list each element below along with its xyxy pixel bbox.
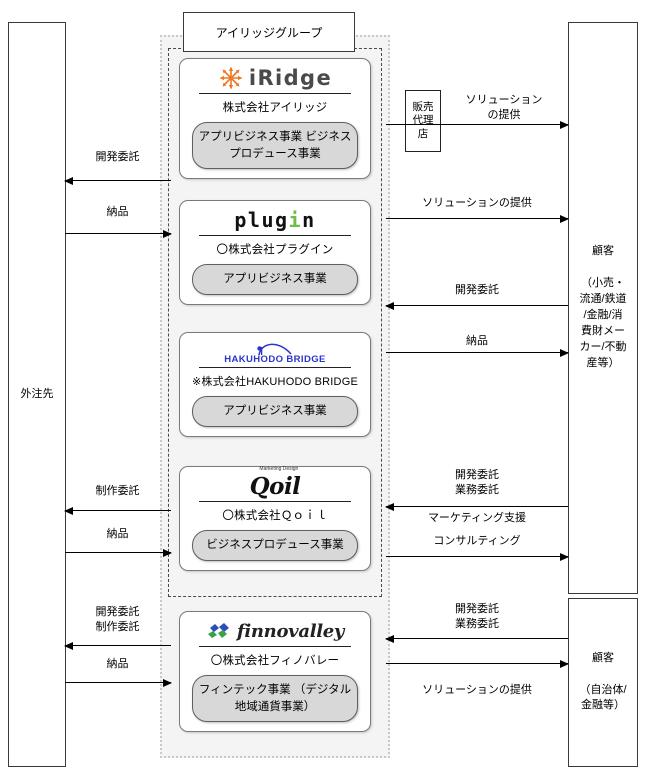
- flow-label-left-3: 納品: [106, 528, 129, 540]
- hakuhodo-bridge-logo: HAKUHODO BRIDGE: [180, 333, 370, 367]
- finnovalley-diamond-icon: [207, 623, 229, 638]
- sales-agency-label: 販売 代理 店: [412, 101, 434, 140]
- customer-secondary-label: 顧客 （自治体/ 金融等）: [579, 651, 627, 712]
- iridge-logo: iRidge: [180, 59, 370, 93]
- flow-arrow-left-4: [64, 641, 171, 650]
- finnovalley-logo-text: finnovalley: [236, 620, 345, 642]
- logo-divider: [199, 235, 351, 236]
- flow-arrow-right-8: [386, 659, 569, 668]
- flow-arrow-left-2: [64, 506, 171, 515]
- sales-agency-box: 販売 代理 店: [405, 90, 441, 152]
- business-pill-iridge: アプリビジネス事業 ビジネスプロデュース事業: [192, 122, 358, 170]
- flow-label-left-5: 納品: [106, 658, 129, 670]
- flow-arrow-right-6: [386, 552, 569, 561]
- flow-arrow-left-0: [64, 176, 171, 185]
- flow-label-right-0: ソリューション の提供: [465, 94, 543, 121]
- logo-divider: [199, 367, 351, 368]
- group-title-label: アイリッジグループ: [215, 25, 323, 40]
- flow-arrow-right-4: [385, 502, 568, 511]
- customer-primary-label: 顧客 （小売・ 流通/鉄道 /金融/消 費財メー カー/不動 産等）: [579, 245, 627, 369]
- plugin-logo: plugin: [180, 201, 370, 235]
- flow-label-right-3: 納品: [466, 335, 488, 347]
- company-card-plugin[interactable]: plugin 〇株式会社プラグイン アプリビジネス事業: [179, 200, 371, 305]
- flow-arrow-right-1: [386, 214, 569, 223]
- business-pill-hakuhodo-bridge: アプリビジネス事業: [192, 396, 358, 427]
- flow-arrow-left-3: [65, 548, 172, 557]
- plugin-logo-text: plugin: [234, 208, 316, 232]
- logo-divider: [199, 93, 351, 94]
- flow-label-right-2: 開発委託: [455, 284, 499, 296]
- company-card-hakuhodo-bridge[interactable]: HAKUHODO BRIDGE ※株式会社HAKUHODO BRIDGE アプリ…: [179, 332, 371, 437]
- company-card-iridge[interactable]: iRidge 株式会社アイリッジ アプリビジネス事業 ビジネスプロデュース事業: [179, 58, 371, 180]
- flow-label-right-1: ソリューションの提供: [422, 197, 532, 209]
- company-name-finnovalley: 〇株式会社フィノバレー: [210, 655, 340, 667]
- company-name-qoil: 〇株式会社Ｑｏｉｌ: [222, 510, 328, 522]
- iridge-starburst-icon: [219, 67, 242, 89]
- outsourcer-box: 外注先: [8, 22, 66, 767]
- customer-box-secondary: 顧客 （自治体/ 金融等）: [568, 598, 638, 767]
- customer-box-primary: 顧客 （小売・ 流通/鉄道 /金融/消 費財メー カー/不動 産等）: [568, 22, 638, 594]
- flow-label-right-5: マーケティング支援: [427, 512, 527, 524]
- business-pill-plugin: アプリビジネス事業: [192, 264, 358, 295]
- qoil-logo-subtext: Marketing Design: [259, 465, 299, 472]
- flow-arrow-right-7: [385, 634, 568, 643]
- business-pill-qoil: ビジネスプロデュース事業: [192, 530, 358, 561]
- flow-label-right-8: ソリューションの提供: [422, 684, 532, 696]
- company-card-finnovalley[interactable]: finnovalley 〇株式会社フィノバレー フィンテック事業 （デジタル地域…: [179, 611, 371, 733]
- logo-divider: [199, 501, 351, 502]
- flow-arrow-right-3: [386, 348, 569, 357]
- flow-arrow-left-1: [65, 229, 172, 238]
- company-name-hakuhodo-bridge: ※株式会社HAKUHODO BRIDGE: [191, 376, 358, 388]
- flow-label-left-2: 制作委託: [95, 485, 140, 497]
- flow-label-left-1: 納品: [106, 206, 129, 218]
- iridge-logo-text: iRidge: [248, 66, 333, 90]
- logo-divider: [199, 646, 351, 647]
- flow-label-right-6: コンサルティング: [433, 535, 521, 547]
- flow-label-left-4: 開発委託 制作委託: [95, 606, 140, 633]
- finnovalley-logo: finnovalley: [180, 612, 370, 646]
- hakuhodo-logo-text: HAKUHODO BRIDGE: [224, 354, 326, 365]
- flow-arrow-left-5: [65, 678, 172, 687]
- group-title-box: アイリッジグループ: [183, 12, 355, 52]
- company-name-iridge: 株式会社アイリッジ: [222, 102, 328, 114]
- flow-label-left-0: 開発委託: [95, 151, 140, 163]
- flow-label-right-4: 開発委託 業務委託: [455, 469, 499, 496]
- bridge-arc-icon: [257, 343, 292, 356]
- company-name-plugin: 〇株式会社プラグイン: [216, 244, 334, 256]
- outsourcer-label: 外注先: [20, 387, 54, 400]
- flow-label-right-7: 開発委託 業務委託: [455, 603, 499, 630]
- flow-arrow-right-0: [386, 120, 569, 129]
- flow-arrow-right-2: [385, 301, 568, 310]
- business-pill-finnovalley: フィンテック事業 （デジタル地域通貨事業）: [192, 675, 358, 723]
